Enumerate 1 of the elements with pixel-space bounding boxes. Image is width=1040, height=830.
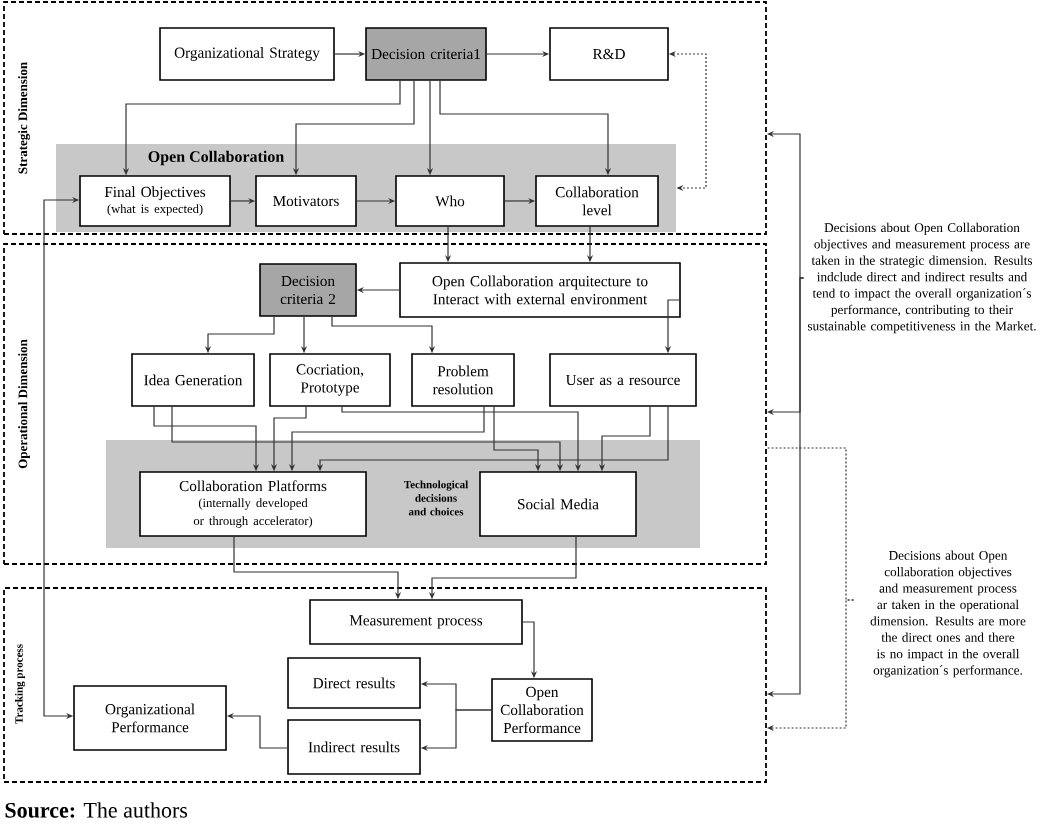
caption: Source: The authors bbox=[5, 802, 188, 818]
